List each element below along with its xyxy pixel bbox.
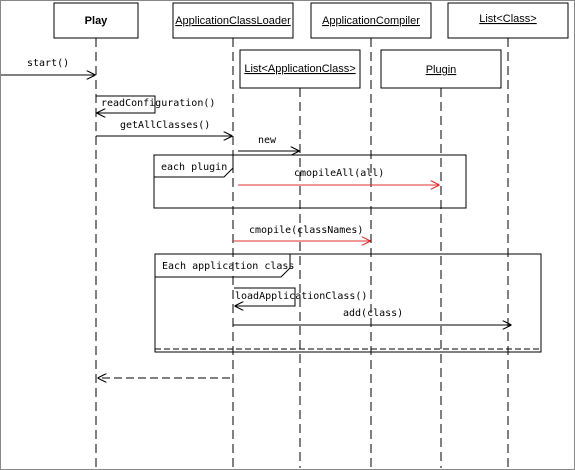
message-label-compile-names: cmopile(classNames) [249, 225, 363, 236]
message-label-start: start() [27, 58, 69, 69]
participant-box-loader [172, 2, 294, 39]
message-label-read-config: readConfiguration() [101, 98, 215, 109]
fragment-label-each-app-class: Each application class [162, 261, 294, 272]
message-label-load-app-class: loadApplicationClass() [235, 291, 367, 302]
participant-label-list-class: List<Class> [479, 13, 536, 25]
participant-label-compiler: ApplicationCompiler [322, 15, 420, 27]
participant-box-play [53, 2, 139, 39]
participant-box-list-app-class [239, 49, 361, 89]
fragment-label-each-plugin: each plugin [161, 162, 227, 173]
participant-label-play: Play [85, 15, 109, 27]
participant-label-loader: ApplicationClassLoader [175, 15, 291, 27]
fragment-each-plugin [153, 154, 467, 209]
participant-label-list-app-class: List<ApplicationClass> [244, 63, 355, 75]
message-label-get-all-classes: getAllClasses() [120, 120, 210, 131]
participant-box-plugin [380, 49, 502, 89]
fragment-each-plugin-tab [154, 155, 234, 178]
participant-box-compiler [310, 2, 432, 39]
message-label-add-class: add(class) [343, 308, 403, 319]
fragment-each-app-class [154, 253, 542, 353]
message-load-app-class-arrow [234, 287, 296, 306]
participant-label-plugin: Plugin [426, 64, 457, 76]
fragment-each-app-class-tab [155, 254, 291, 278]
message-read-config-arrow [96, 95, 156, 113]
participant-box-list-class [447, 2, 569, 39]
message-label-new: new [258, 135, 277, 146]
message-label-compile-all: cmopileAll(all) [294, 168, 384, 179]
